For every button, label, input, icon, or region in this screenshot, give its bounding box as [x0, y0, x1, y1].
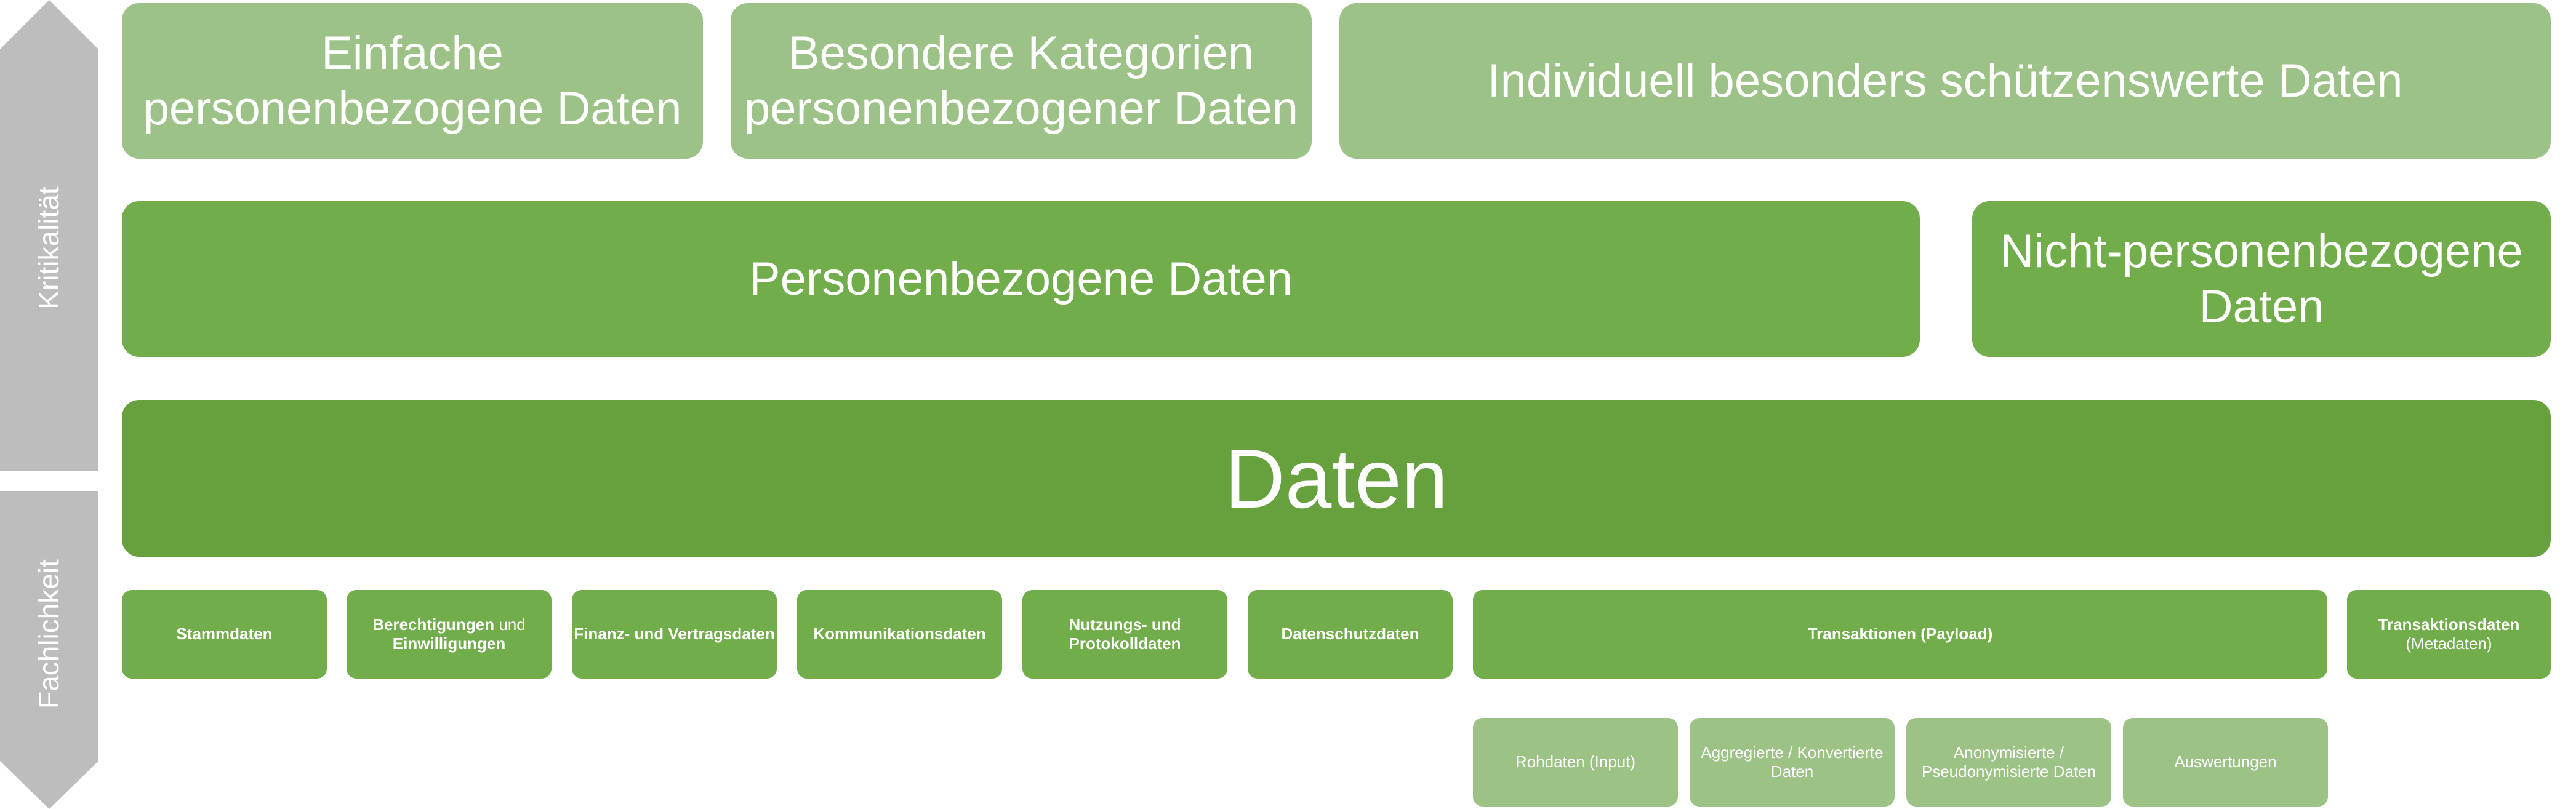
payload-aggregierte-konvertierte-daten: Aggregierte / Konvertierte Daten [1690, 718, 1895, 807]
box-label-line1: Einfache [321, 26, 504, 79]
category-label: Stammdaten [176, 624, 273, 644]
category-berechtigungen-einwilligungen: Berechtigungen und Einwilligungen [347, 590, 552, 679]
box-individuell-schuetzenswerte-daten: Individuell besonders schützenswerte Dat… [1339, 3, 2551, 159]
axis-double-arrow [0, 0, 98, 809]
payload-label-line1: Aggregierte / Konvertierte [1701, 743, 1884, 762]
category-label-line1: Transaktionsdaten [2378, 615, 2520, 634]
box-besondere-kategorien: Besondere Kategorien personenbezogener D… [731, 3, 1312, 159]
payload-label-line1: Anonymisierte / [1953, 743, 2064, 762]
category-label-line2: Protokolldaten [1069, 634, 1181, 653]
category-label-line2: (Metadaten) [2405, 634, 2492, 653]
category-label: Datenschutzdaten [1281, 624, 1419, 644]
category-stammdaten: Stammdaten [122, 590, 327, 679]
payload-label-line2: Pseudonymisierte Daten [1921, 762, 2097, 781]
box-label-line2: personenbezogene Daten [143, 82, 682, 135]
box-label: Individuell besonders schützenswerte Dat… [1487, 54, 2403, 107]
category-label: Transaktionen (Payload) [1807, 624, 1993, 644]
category-label-bold: Berechtigungen [372, 615, 495, 634]
category-label-line2: Einwilligungen [392, 634, 506, 653]
payload-auswertungen: Auswertungen [2123, 718, 2328, 807]
category-nutzungs-protokolldaten: Nutzungs- und Protokolldaten [1022, 590, 1227, 679]
category-label: Finanz- und Vertragsdaten [574, 624, 775, 644]
box-label-line1: Besondere Kategorien [788, 26, 1254, 79]
category-label: Kommunikationsdaten [813, 624, 986, 644]
box-einfache-personenbezogene-daten: Einfache personenbezogene Daten [122, 3, 703, 159]
box-personenbezogene-daten: Personenbezogene Daten [122, 201, 1920, 357]
payload-label: Rohdaten (Input) [1515, 752, 1636, 771]
category-datenschutzdaten: Datenschutzdaten [1248, 590, 1453, 679]
payload-label-line2: Daten [1770, 762, 1814, 781]
axis-label-kritikalitaet: Kritikalität [33, 186, 65, 309]
category-kommunikationsdaten: Kommunikationsdaten [797, 590, 1002, 679]
payload-label: Auswertungen [2174, 752, 2277, 771]
category-transaktionen-payload: Transaktionen (Payload) [1473, 590, 2327, 679]
box-label-line1: Nicht-personenbezogene [2000, 225, 2523, 277]
box-nicht-personenbezogene-daten: Nicht-personenbezogene Daten [1972, 201, 2551, 357]
category-label-normal: und [494, 615, 526, 634]
box-label-line2: Daten [2199, 280, 2324, 333]
category-finanz-vertragsdaten: Finanz- und Vertragsdaten [572, 590, 777, 679]
box-daten: Daten [122, 400, 2551, 557]
box-label-line2: personenbezogener Daten [744, 82, 1298, 135]
box-label: Daten [1224, 431, 1448, 525]
category-transaktionsdaten-metadaten: Transaktionsdaten (Metadaten) [2347, 590, 2551, 679]
axis-arrow-down-shape [0, 491, 98, 809]
payload-anonymisierte-pseudonymisierte-daten: Anonymisierte / Pseudonymisierte Daten [1906, 718, 2111, 807]
axis-arrow-up-shape [0, 0, 98, 471]
axis-label-fachlichkeit: Fachlichkeit [33, 559, 65, 709]
payload-rohdaten-input: Rohdaten (Input) [1473, 718, 1678, 807]
box-label: Personenbezogene Daten [748, 252, 1293, 305]
category-label-line1: Nutzungs- und [1069, 615, 1181, 634]
